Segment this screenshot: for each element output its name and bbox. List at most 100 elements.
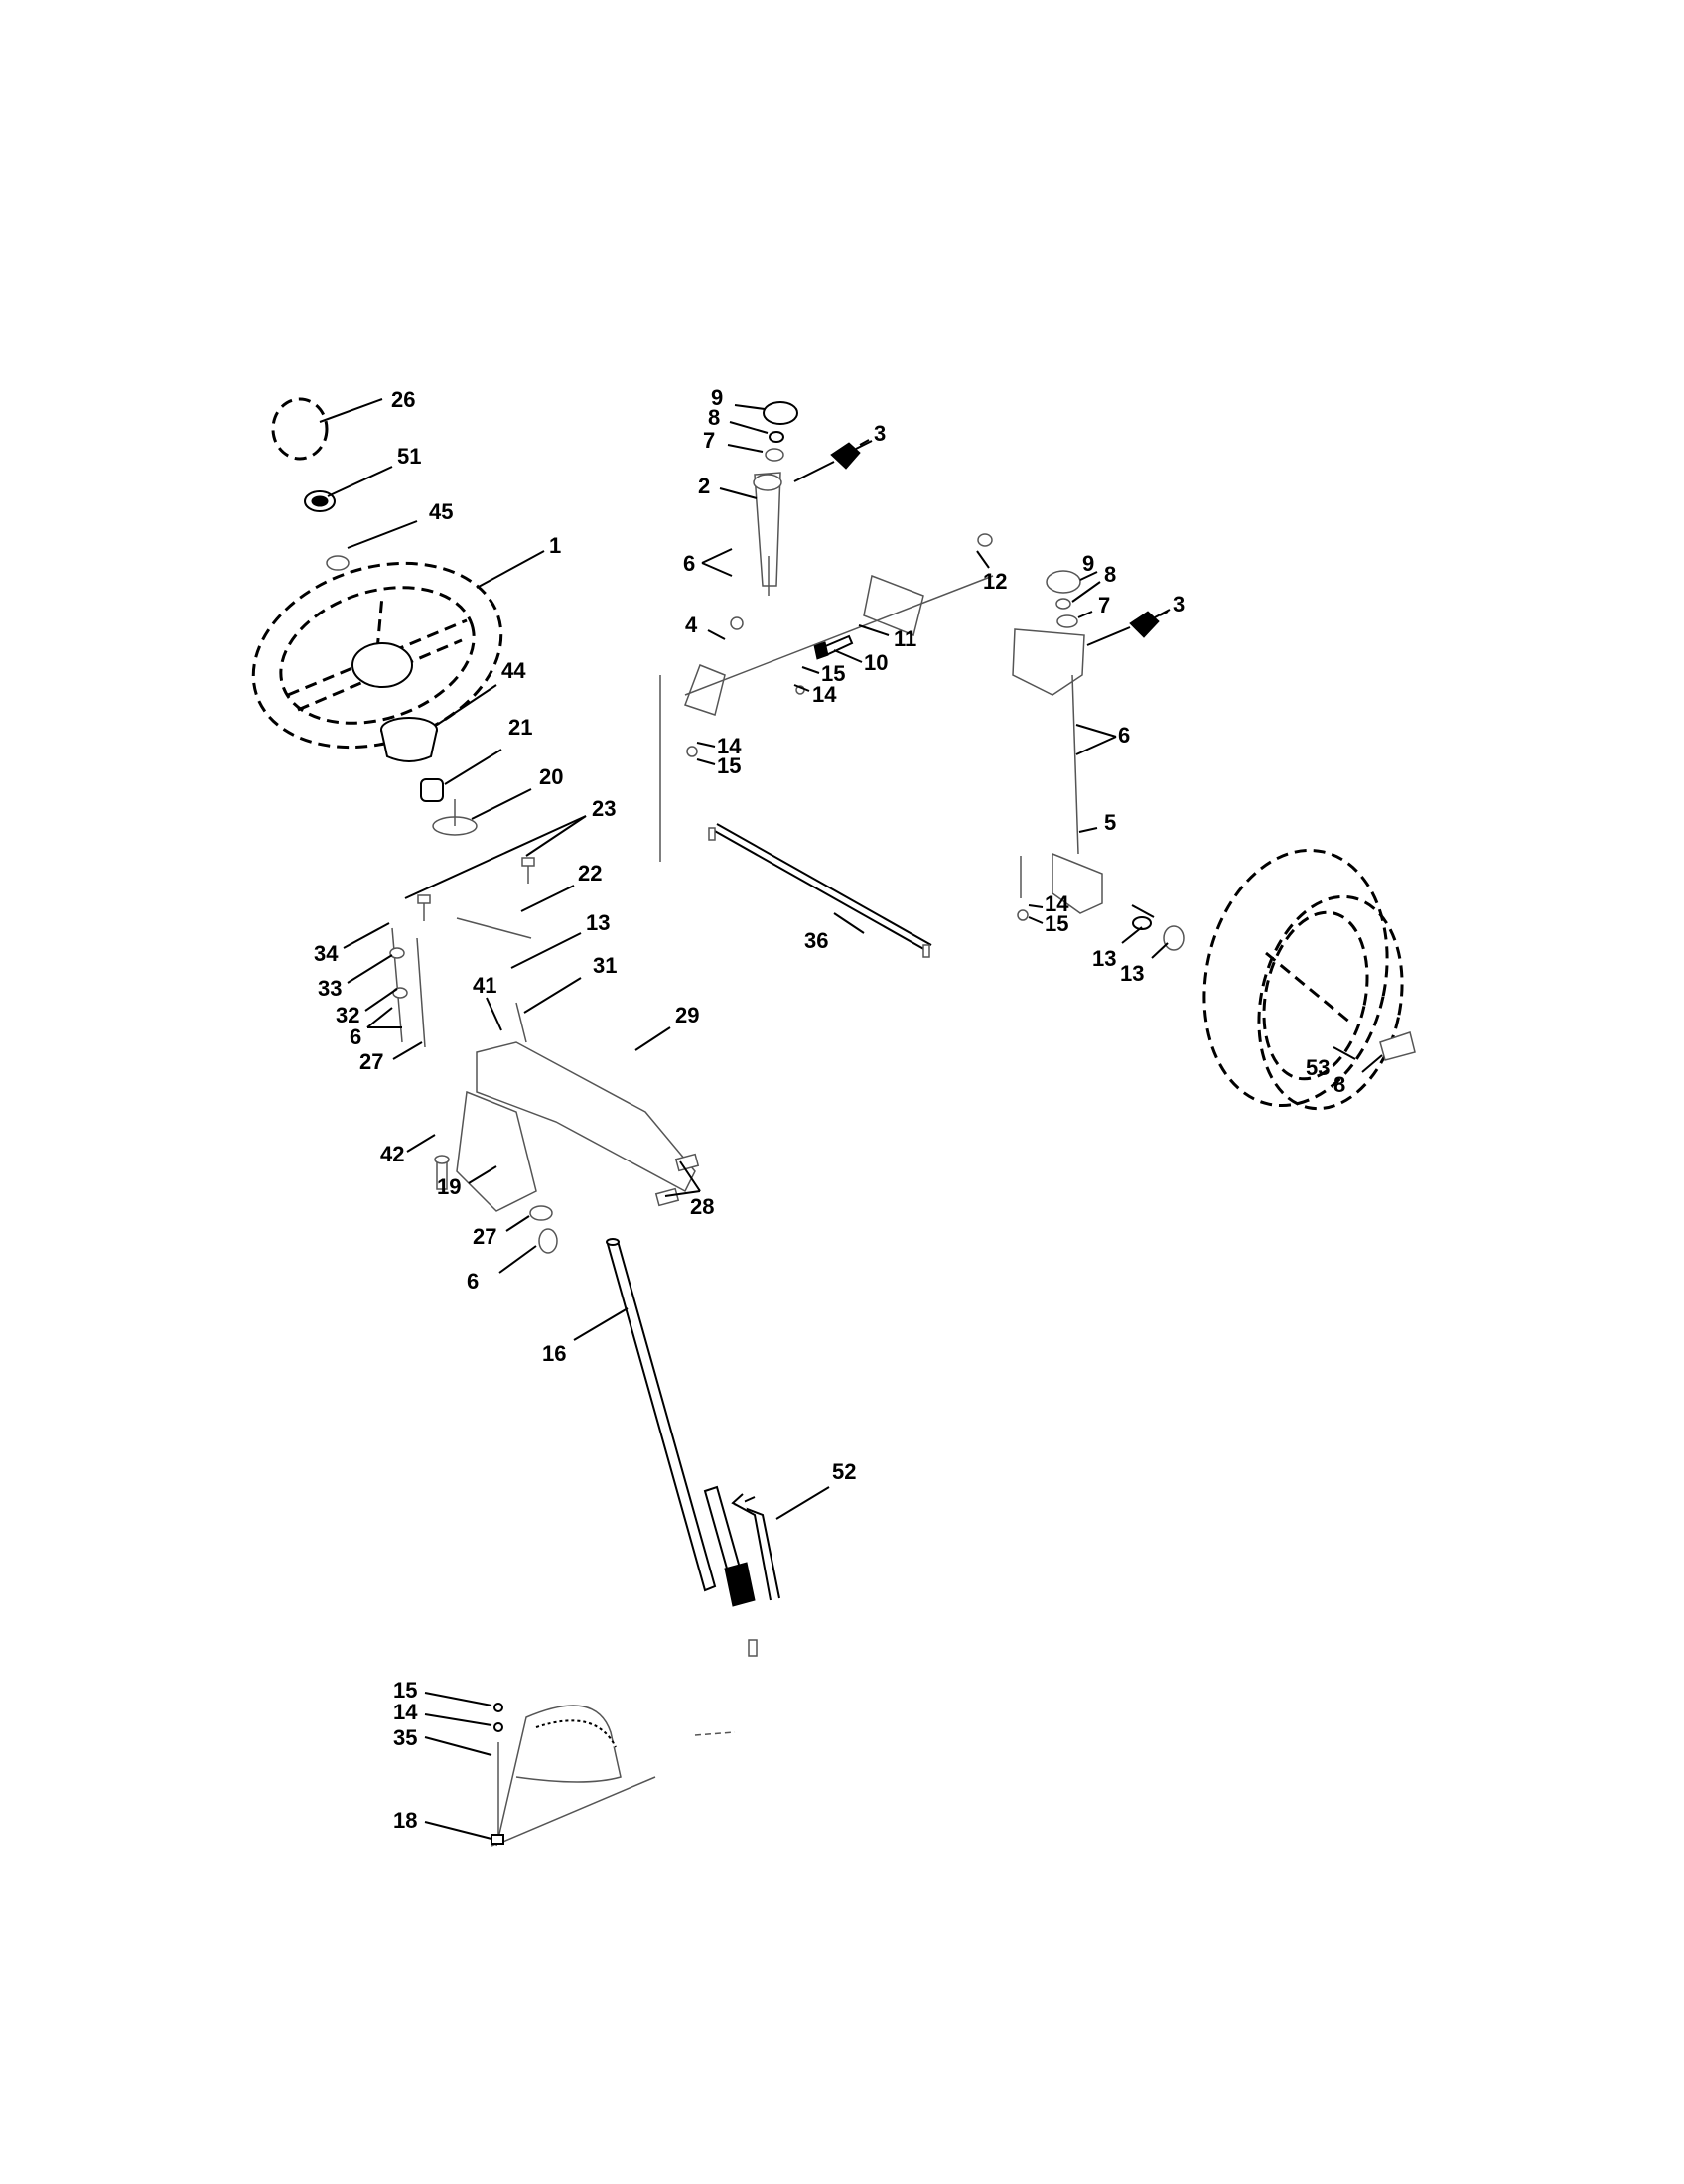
part-bushing	[420, 778, 444, 802]
callout-44: 44	[436, 658, 526, 726]
callout-7-left: 7	[703, 428, 764, 453]
callout-29: 29	[634, 1003, 699, 1051]
callout-label: 15	[717, 753, 741, 778]
callout-label: 26	[391, 387, 415, 412]
part-lower-hardware	[491, 1703, 504, 1845]
callout-label: 6	[467, 1269, 479, 1294]
callout-2: 2	[698, 474, 758, 499]
callout-15-mid: 15	[801, 661, 845, 686]
callout-label: 3	[1173, 592, 1185, 616]
callout-12: 12	[976, 550, 1007, 594]
callout-5: 5	[1078, 810, 1116, 835]
callout-label: 6	[1118, 723, 1130, 748]
callout-label: 15	[393, 1678, 417, 1703]
callout-9-left: 9	[711, 385, 766, 410]
callout-label: 4	[685, 613, 698, 637]
callout-15-bottom: 15	[393, 1678, 492, 1706]
callout-23: 23	[404, 796, 616, 899]
callout-label: 16	[542, 1341, 566, 1366]
callout-28: 28	[664, 1160, 714, 1219]
callout-35: 35	[393, 1725, 492, 1756]
callout-label: 21	[508, 715, 532, 740]
callout-label: 15	[821, 661, 845, 686]
part-pivot-assembly	[456, 1002, 696, 1212]
callout-label: 14	[1045, 891, 1069, 916]
callout-10: 10	[833, 649, 888, 675]
callout-8-left: 8	[708, 405, 769, 434]
callout-label: 3	[874, 421, 886, 446]
callout-3-right: 3	[1086, 592, 1185, 646]
callout-19: 19	[437, 1165, 497, 1199]
part-bolt-42	[434, 1155, 450, 1190]
parts-drawing	[251, 397, 1416, 1847]
part-flange-bushing	[432, 799, 478, 836]
part-fitting-12	[977, 533, 993, 547]
callout-label: 52	[832, 1459, 856, 1484]
callout-8-wheel: 8	[1333, 1054, 1383, 1097]
callout-36: 36	[804, 912, 865, 953]
callout-22: 22	[520, 861, 602, 912]
callout-label: 34	[314, 941, 339, 966]
callout-label: 8	[1104, 562, 1116, 587]
callout-label: 13	[586, 910, 610, 935]
callout-layer: 26 51 45 1 44 21 20 23	[314, 385, 1383, 1840]
callout-6-right: 6	[1075, 723, 1130, 755]
part-left-spindle	[730, 401, 798, 630]
callout-label: 27	[359, 1049, 383, 1074]
callout-6-left-spindle: 6	[683, 548, 733, 577]
part-gear-plate	[491, 1705, 736, 1847]
callout-label: 14	[393, 1700, 418, 1724]
callout-label: 41	[473, 973, 496, 998]
part-hub-cover	[380, 717, 438, 762]
callout-label: 18	[393, 1808, 417, 1833]
callout-53: 53	[1306, 1046, 1356, 1080]
callout-26: 26	[319, 387, 415, 423]
callout-42: 42	[380, 1134, 436, 1166]
callout-14-bottom: 14	[393, 1700, 492, 1726]
callout-27-lower: 27	[473, 1215, 530, 1249]
callout-51: 51	[327, 444, 421, 497]
callout-label: 14	[812, 682, 837, 707]
part-lower-bushings	[529, 1205, 558, 1254]
callout-11: 11	[858, 624, 916, 651]
callout-33: 33	[318, 954, 393, 1001]
callout-label: 45	[429, 499, 453, 524]
callout-label: 28	[690, 1194, 714, 1219]
callout-13-right-a: 13	[1092, 926, 1143, 971]
part-bolt-lower	[748, 1639, 758, 1657]
part-washer	[326, 555, 350, 571]
part-steering-wheel	[251, 561, 503, 750]
part-small-bolts	[417, 857, 535, 939]
callout-label: 9	[711, 385, 723, 410]
callout-1: 1	[476, 533, 561, 589]
callout-3-left: 3	[793, 421, 886, 482]
callout-21: 21	[444, 715, 532, 785]
callout-15-right: 15	[1028, 911, 1068, 936]
callout-label: 44	[501, 658, 526, 683]
callout-label: 8	[708, 405, 720, 430]
callout-4: 4	[685, 613, 726, 640]
callout-45: 45	[347, 499, 453, 549]
callout-label: 14	[717, 734, 742, 758]
callout-label: 2	[698, 474, 710, 498]
callout-label: 8	[1333, 1072, 1345, 1097]
callout-label: 23	[592, 796, 616, 821]
callout-13-right-b: 13	[1120, 942, 1169, 986]
callout-label: 35	[393, 1725, 417, 1750]
callout-label: 22	[578, 861, 602, 886]
callout-20: 20	[471, 764, 563, 820]
callout-7-right: 7	[1077, 593, 1110, 618]
callout-label: 7	[703, 428, 715, 453]
callout-label: 5	[1104, 810, 1116, 835]
callout-8-right: 8	[1071, 562, 1116, 603]
callout-label: 15	[1045, 911, 1068, 936]
callout-label: 33	[318, 976, 342, 1001]
callout-14-right: 14	[1028, 891, 1069, 916]
callout-14-mid: 14	[793, 682, 837, 707]
part-steering-cap	[271, 397, 329, 461]
callout-label: 42	[380, 1142, 404, 1166]
callout-13-left: 13	[510, 910, 610, 969]
callout-label: 6	[350, 1024, 361, 1049]
callout-label: 10	[864, 650, 888, 675]
